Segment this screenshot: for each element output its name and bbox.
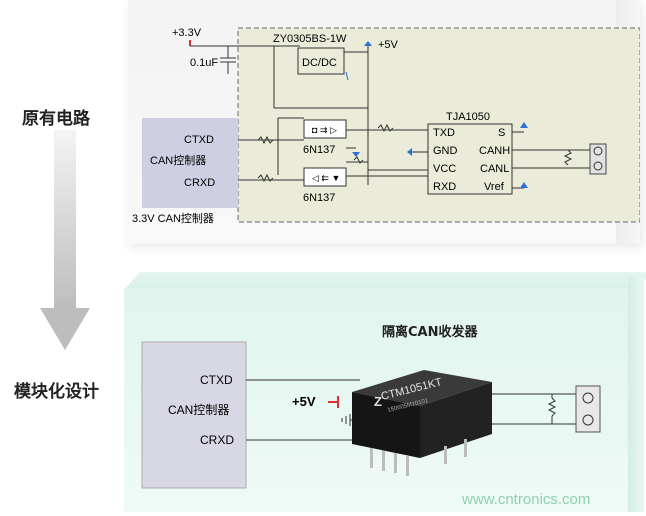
svg-text:◘ ⇉ ▷: ◘ ⇉ ▷ xyxy=(312,125,337,135)
module-design-panel-top xyxy=(124,272,646,290)
svg-text:Vref: Vref xyxy=(484,181,505,193)
svg-text:RXD: RXD xyxy=(433,181,456,193)
dcdc-box xyxy=(297,47,345,75)
opto2-label: 6N137 xyxy=(303,192,335,204)
module-title: 隔离CAN收发器 xyxy=(382,325,478,340)
bottom-ctxd-label: CTXD xyxy=(200,373,233,387)
bottom-controller-block xyxy=(141,341,247,489)
supply-33v-label: +3.3V xyxy=(172,27,202,39)
controller-ctxd-label: CTXD xyxy=(184,134,214,146)
opto1-label: 6N137 xyxy=(303,144,335,156)
controller-crxd-label: CRXD xyxy=(184,177,215,189)
dcdc-part-label: ZY0305BS-1W xyxy=(273,33,347,45)
svg-text:VCC: VCC xyxy=(433,163,456,175)
svg-text:TXD: TXD xyxy=(433,127,455,139)
module-design-panel-side xyxy=(628,276,644,512)
capacitor-label: 0.1uF xyxy=(190,57,218,69)
controller-caption: 3.3V CAN控制器 xyxy=(132,211,214,225)
tja-label: TJA1050 xyxy=(446,111,490,123)
original-circuit-label: 原有电路 xyxy=(22,109,90,129)
svg-text:S: S xyxy=(498,127,505,139)
supply-5v-label: +5V xyxy=(378,39,399,51)
bottom-crxd-label: CRXD xyxy=(200,433,234,447)
bottom-controller-name: CAN控制器 xyxy=(168,403,229,417)
svg-text:CANH: CANH xyxy=(479,145,510,157)
controller-name-label: CAN控制器 xyxy=(150,153,206,167)
down-arrow-icon xyxy=(40,130,90,350)
svg-text:GND: GND xyxy=(433,145,458,157)
module-design-schematic: CTXD CAN控制器 CRXD +5V Z CTM1051KT 150605M… xyxy=(141,341,601,489)
opto2-box xyxy=(303,167,347,187)
dcdc-box-label: DC/DC xyxy=(302,57,337,69)
original-circuit-schematic: CTXD CAN控制器 CRXD 3.3V CAN控制器 +3.3V 0.1uF… xyxy=(132,27,640,225)
svg-text:CANL: CANL xyxy=(480,163,509,175)
bottom-supply-5v-label: +5V xyxy=(292,394,316,409)
bottom-bus-connector xyxy=(575,385,601,433)
svg-text:◁ ⇇ ▼: ◁ ⇇ ▼ xyxy=(312,173,340,183)
tja1050-block xyxy=(427,123,513,195)
vcc-arrow-icon xyxy=(364,41,372,46)
ctm1051kt-chip: Z CTM1051KT 150605M10101 xyxy=(352,370,492,476)
opto1-box xyxy=(303,119,347,139)
controller-block xyxy=(142,118,238,208)
chip-logo-icon: Z xyxy=(374,394,382,409)
module-design-label: 模块化设计 xyxy=(14,382,99,402)
watermark: www.cntronics.com xyxy=(462,491,591,508)
